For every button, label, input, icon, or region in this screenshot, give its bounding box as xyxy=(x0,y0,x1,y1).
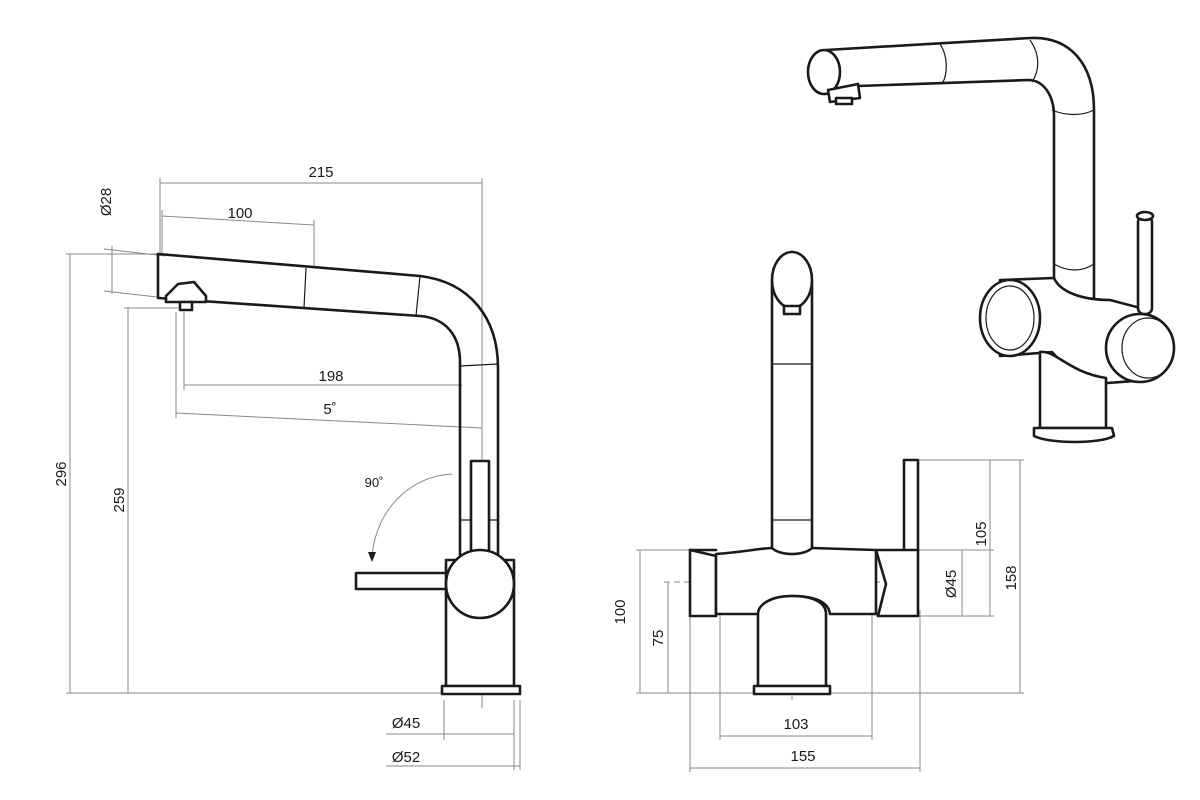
dim-total-width: 155 xyxy=(790,748,815,765)
dim-pullout: 100 xyxy=(227,205,252,222)
dim-lever-rotation: 90˚ xyxy=(365,475,384,490)
perspective-view xyxy=(806,36,1176,444)
dim-body-diameter: Ø45 xyxy=(943,570,960,598)
dim-angle: 5˚ xyxy=(323,401,336,418)
dim-axis-height: 75 xyxy=(650,630,667,647)
dim-reach: 198 xyxy=(318,368,343,385)
front-view: 105 158 Ø45 100 75 103 155 xyxy=(612,250,1024,772)
dim-inner-width: 103 xyxy=(783,716,808,733)
dim-height: 296 xyxy=(53,461,70,486)
dim-base-outer: Ø52 xyxy=(392,749,420,766)
front-view-faucet xyxy=(688,250,920,696)
dim-spout-diameter: Ø28 xyxy=(98,188,115,216)
dim-total-length: 215 xyxy=(308,164,333,181)
side-view: 215 100 Ø28 198 5˚ 296 259 90˚ Ø45 Ø52 xyxy=(53,164,522,770)
dim-spout-height: 259 xyxy=(111,487,128,512)
dim-lever-height: 105 xyxy=(973,521,990,546)
dim-base-inner: Ø45 xyxy=(392,715,420,732)
side-view-faucet xyxy=(156,252,522,696)
dim-body-height: 100 xyxy=(612,599,629,624)
dim-total-height: 158 xyxy=(1003,565,1020,590)
